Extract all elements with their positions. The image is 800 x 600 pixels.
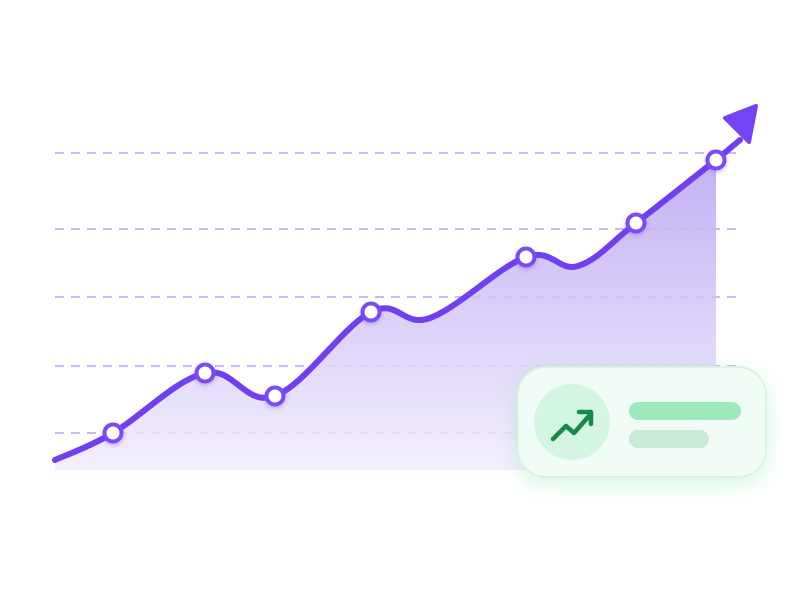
trend-card xyxy=(517,366,767,478)
text-placeholder-line xyxy=(629,402,741,420)
data-point xyxy=(264,385,286,407)
data-point xyxy=(194,362,216,384)
trending-up-icon xyxy=(550,409,594,442)
series-line xyxy=(52,137,743,463)
trend-badge xyxy=(534,384,610,460)
data-point xyxy=(625,212,647,234)
data-point xyxy=(705,149,727,171)
arrow-up-right-icon xyxy=(723,104,758,144)
data-points xyxy=(102,149,727,444)
text-placeholder-line xyxy=(629,430,709,448)
data-point xyxy=(515,246,537,268)
data-point xyxy=(360,301,382,323)
data-point xyxy=(102,422,124,444)
